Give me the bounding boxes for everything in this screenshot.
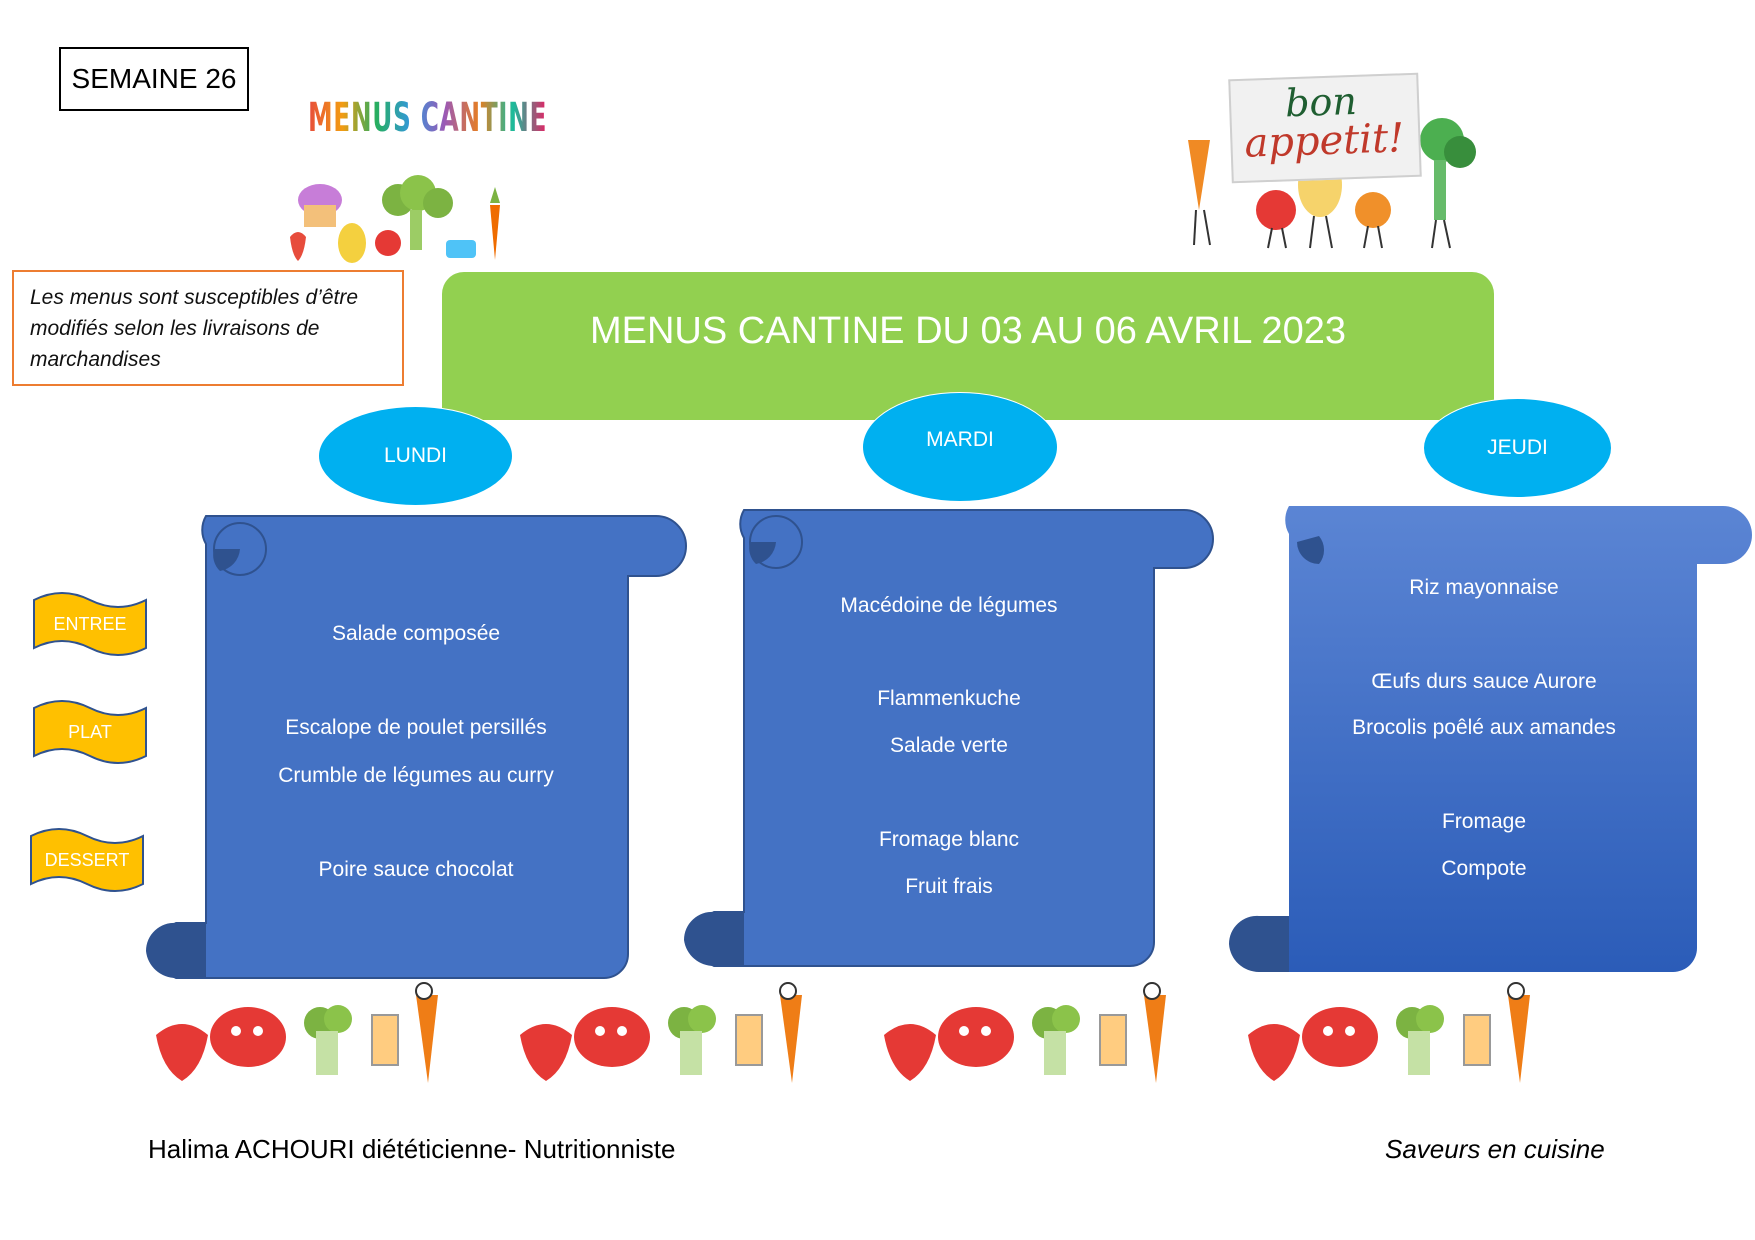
sign-line-2: appetit! [1243, 115, 1405, 167]
fruit-veg-border-illustration [155, 982, 1531, 1084]
menu-item: Fromage [1441, 810, 1527, 833]
menu-scroll-jeudi: Riz mayonnaise Œufs durs sauce Aurore Br… [1228, 506, 1753, 976]
day-label-lundi: LUNDI [383, 444, 447, 467]
footer-dietitian: Halima ACHOURI diététicienne- Nutritionn… [148, 1134, 676, 1164]
menu-item: Salade composée [331, 622, 501, 645]
menu-item: Fromage blanc [878, 828, 1020, 851]
course-label-plat: PLAT [32, 698, 148, 766]
menu-item: Brocolis poêlé aux amandes [1352, 716, 1616, 739]
appetit-sign: bon appetit! [1228, 72, 1422, 184]
course-entree-text: ENTREE [53, 614, 127, 634]
day-label-jeudi: JEUDI [1487, 436, 1548, 459]
menu-item: Crumble de légumes au curry [278, 764, 554, 787]
menu-item: Escalope de poulet persillés [285, 716, 547, 739]
menu-scroll-lundi: Salade composée Escalope de poulet persi… [145, 515, 687, 981]
menu-item: Compote [1441, 857, 1527, 880]
fruit-veg-border [150, 975, 1590, 1085]
footer-company: Saveurs en cuisine [1385, 1134, 1605, 1164]
menu-item: Poire sauce chocolat [318, 858, 514, 881]
title-banner: MENUS CANTINE DU 03 AU 06 AVRIL 2023 [442, 272, 1494, 420]
course-label-entree: ENTREE [32, 590, 148, 658]
menu-item: Macédoine de légumes [840, 594, 1058, 617]
course-plat-text: PLAT [68, 722, 112, 742]
week-label: SEMAINE 26 [59, 47, 249, 111]
menu-item: Flammenkuche [877, 687, 1021, 710]
day-oval-lundi: LUNDI [318, 406, 513, 506]
day-oval-jeudi: JEUDI [1423, 398, 1612, 498]
page-title: MENUS CANTINE DU 03 AU 06 AVRIL 2023 [589, 309, 1347, 352]
course-dessert-text: DESSERT [44, 850, 130, 870]
day-oval-mardi: MARDI [862, 392, 1058, 502]
menu-item: Œufs durs sauce Aurore [1371, 670, 1597, 693]
menus-cantine-logo: MENUS CANTINE [268, 75, 546, 270]
logo-title-text: MENUS CANTINE [308, 95, 548, 141]
logo-title: MENUS CANTINE [308, 95, 547, 141]
bon-appetit-logo: bon appetit! [1160, 70, 1490, 255]
day-label-mardi: MARDI [926, 428, 994, 451]
fruit-veg-illustration [290, 175, 500, 263]
course-label-dessert: DESSERT [29, 826, 145, 894]
menu-item: Fruit frais [905, 875, 993, 898]
menu-item: Riz mayonnaise [1409, 576, 1559, 599]
menu-item: Salade verte [890, 734, 1008, 757]
menu-scroll-mardi: Macédoine de légumes Flammenkuche Salade… [683, 509, 1214, 975]
menu-change-notice: Les menus sont susceptibles d’être modif… [12, 270, 404, 386]
